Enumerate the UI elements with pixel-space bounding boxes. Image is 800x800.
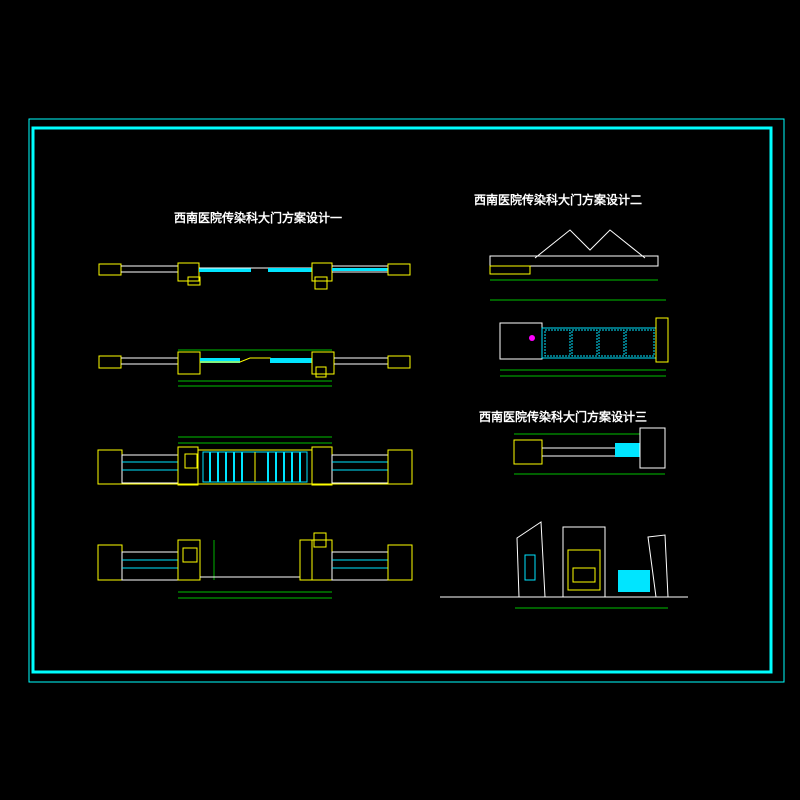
sheet-outer-border: [28, 118, 785, 683]
scheme3-elevation: [440, 521, 688, 609]
scheme3-title: 西南医院传染科大门方案设计三: [479, 410, 648, 424]
scheme3-plan: [513, 427, 666, 475]
scheme1-elevation-open: [97, 532, 413, 599]
scheme1-elevation-closed: [97, 436, 413, 486]
scheme1-title: 西南医院传染科大门方案设计一: [174, 211, 343, 225]
scheme1-plan-second: [98, 349, 411, 387]
scheme2-elevation: [489, 229, 659, 281]
scheme1-plan-top: [98, 262, 411, 290]
sheet-inner-border: [31, 126, 773, 674]
scheme2-plan: [490, 299, 669, 377]
scheme2-title: 西南医院传染科大门方案设计二: [474, 193, 643, 207]
